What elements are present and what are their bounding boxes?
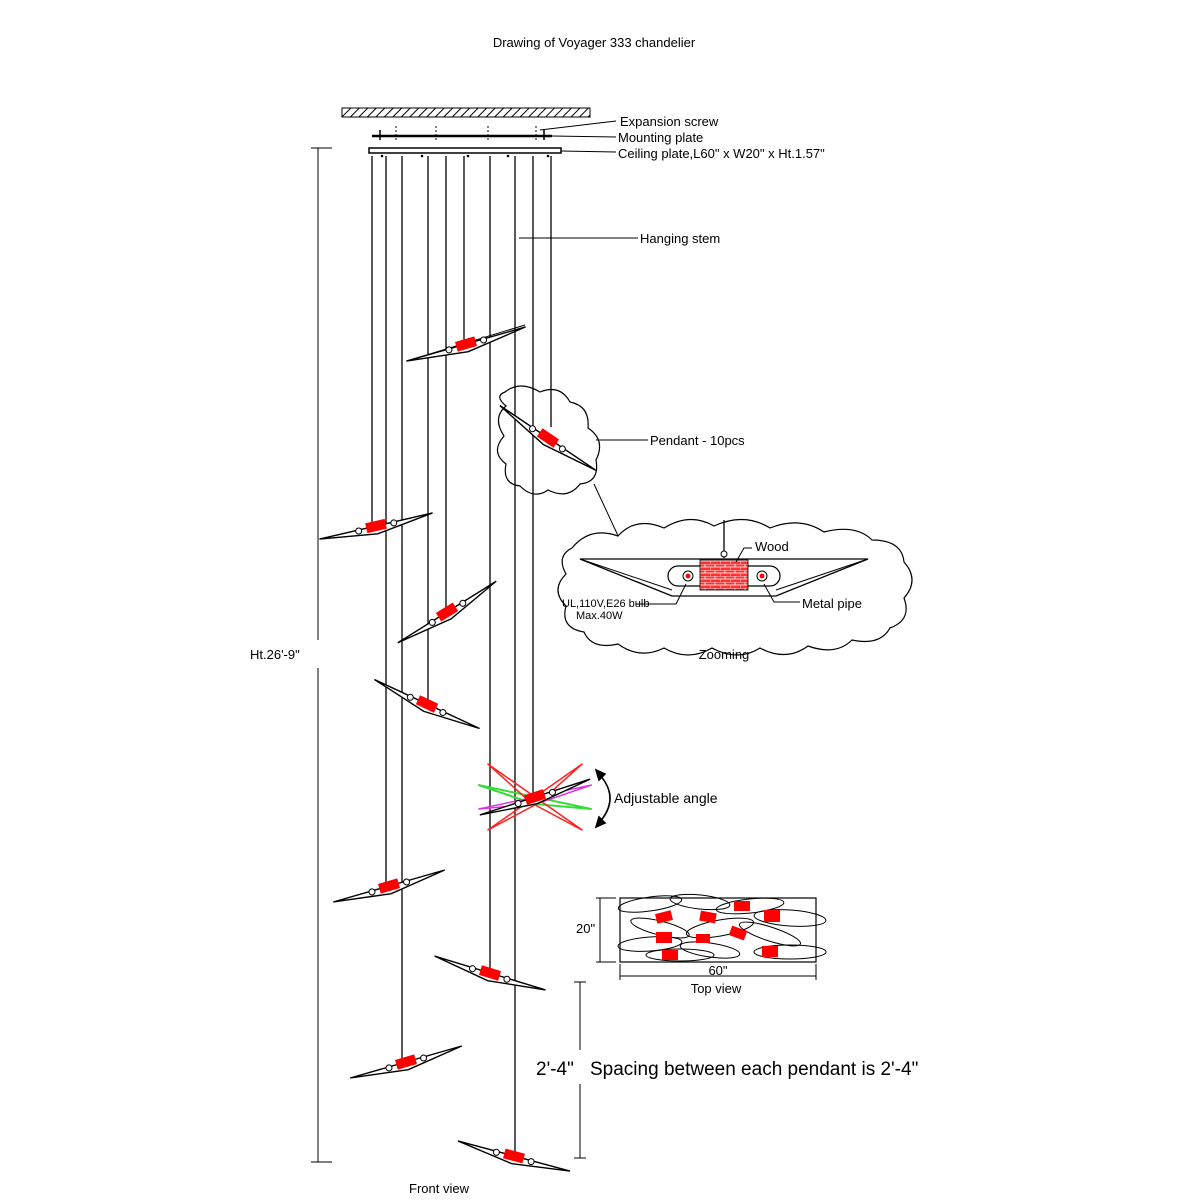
label-leaders-top <box>519 120 638 239</box>
label-spacing-note: Spacing between each pendant is 2'-4" <box>590 1059 918 1080</box>
hanging-stems <box>371 156 552 1158</box>
label-length-dim: 60" <box>708 963 727 978</box>
label-pendant: Pendant - 10pcs <box>650 433 745 448</box>
label-adjustable-angle: Adjustable angle <box>614 790 718 806</box>
callout-cloud-small <box>496 385 601 495</box>
pendant-9 <box>350 1045 463 1079</box>
zoomed-pendant <box>579 520 869 597</box>
label-bulb-line2: Max.40W <box>576 610 623 622</box>
spacing-dimension <box>574 981 586 1159</box>
ceiling-plate <box>368 147 562 158</box>
label-mounting-plate: Mounting plate <box>618 130 703 145</box>
label-front-view: Front view <box>409 1181 470 1196</box>
top-view-diagram <box>617 893 827 963</box>
label-width-dim: 20" <box>576 921 595 936</box>
top-view-dimensions <box>596 897 817 980</box>
label-ceiling-plate: Ceiling plate,L60" x W20" x Ht.1.57" <box>618 146 825 161</box>
label-zooming: Zooming <box>699 647 750 662</box>
label-height: Ht.26'-9" <box>250 647 300 662</box>
pendant-3 <box>319 512 433 540</box>
height-dimension <box>311 147 332 1163</box>
zoom-leaders <box>636 547 800 605</box>
pendant-4 <box>397 580 497 644</box>
label-metal-pipe: Metal pipe <box>802 596 862 611</box>
label-wood: Wood <box>755 539 789 554</box>
label-top-view: Top view <box>691 981 742 996</box>
pendant-8 <box>434 955 546 991</box>
zoom-connector <box>593 483 621 541</box>
pendant-1 <box>406 324 526 362</box>
pendant-5 <box>374 678 480 730</box>
label-bulb-line1: UL,110V,E26 bulb <box>562 598 649 610</box>
ceiling-surface <box>341 107 591 118</box>
pendant-7 <box>333 869 446 903</box>
pendant-6-adjustable <box>477 763 592 831</box>
mounting-plate <box>372 130 552 140</box>
pendant-2 <box>499 404 597 472</box>
label-spacing-dim: 2'-4" <box>536 1059 574 1080</box>
adjustable-angle-arrow-icon <box>594 768 611 829</box>
drawing-title: Drawing of Voyager 333 chandelier <box>493 35 696 50</box>
label-hanging-stem: Hanging stem <box>640 231 720 246</box>
expansion-screws <box>395 126 537 140</box>
label-expansion-screw: Expansion screw <box>620 114 719 129</box>
pendant-10 <box>457 1140 571 1172</box>
